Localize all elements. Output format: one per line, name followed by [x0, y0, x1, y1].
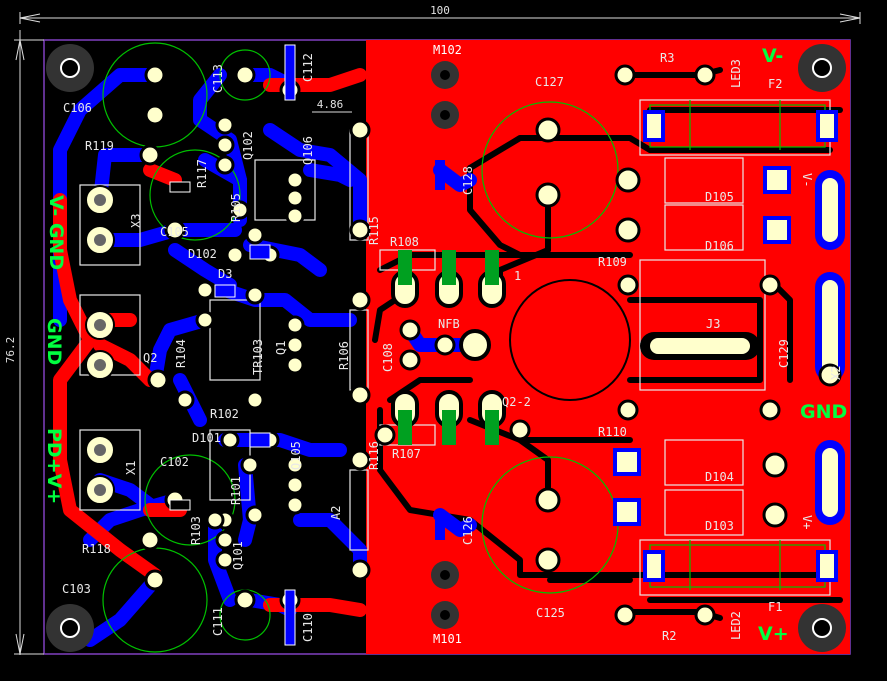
label-c102: C102	[160, 455, 189, 469]
label-x2: X2	[829, 366, 843, 380]
label-j1: 1	[514, 269, 521, 283]
center-transistor-footprint	[509, 279, 631, 401]
label-c110: C110	[301, 613, 315, 642]
label-m102: M102	[433, 43, 462, 57]
label-led3: LED3	[729, 59, 743, 88]
label-r101: R101	[229, 476, 243, 505]
label-r2: R2	[662, 629, 676, 643]
label-tr103: TR103	[251, 339, 265, 375]
terminal-pads	[85, 185, 115, 505]
net-label-v-small-bottom: V+	[800, 515, 814, 529]
label-r102: R102	[210, 407, 239, 421]
label-q102: Q102	[241, 131, 255, 160]
label-c125: C125	[536, 606, 565, 620]
label-f2: F2	[768, 77, 782, 91]
net-labels: V- GND GND PD+V+ V- V+ GND V- V+	[43, 45, 847, 645]
label-d102: D102	[188, 247, 217, 261]
label-c106: C106	[63, 101, 92, 115]
label-d104: D104	[705, 470, 734, 484]
label-d105: D105	[705, 190, 734, 204]
net-label-vminus-gnd: V- GND	[45, 195, 67, 270]
nfb-pad	[459, 329, 491, 361]
inner-dim-label: 4.86	[317, 98, 344, 111]
nfb-pad-2	[434, 334, 456, 356]
label-d103: D103	[705, 519, 734, 533]
label-r106: R106	[337, 341, 351, 370]
label-r115: R115	[367, 216, 381, 245]
label-c126: C126	[461, 516, 475, 545]
label-a2: A2	[329, 506, 343, 520]
label-x3: X3	[129, 214, 143, 228]
label-r119: R119	[85, 139, 114, 153]
label-r107: R107	[392, 447, 421, 461]
board-width-label: 100	[430, 4, 450, 17]
net-label-v-small-top: V-	[800, 173, 814, 187]
label-r110: R110	[598, 425, 627, 439]
smd-parts	[169, 44, 445, 646]
label-r108: R108	[390, 235, 419, 249]
label-c113: C113	[211, 64, 225, 93]
label-c128: C128	[461, 166, 475, 195]
net-label-vplus-right: V+	[758, 623, 789, 645]
label-q106: Q106	[301, 136, 315, 165]
label-j3: J3	[706, 317, 720, 331]
label-f1: F1	[768, 600, 782, 614]
label-x1: X1	[124, 461, 138, 475]
label-q1: Q1	[274, 341, 288, 355]
label-r109: R109	[598, 255, 627, 269]
label-q105: Q105	[289, 441, 303, 470]
label-c112: C112	[301, 53, 315, 82]
net-label-vminus-right: V-	[762, 45, 783, 67]
net-label-gnd-left: GND	[43, 318, 65, 365]
label-c127: C127	[535, 75, 564, 89]
label-c111: C111	[211, 607, 225, 636]
label-c129: C129	[777, 339, 791, 368]
label-d106: D106	[705, 239, 734, 253]
output-slot-pads	[640, 170, 845, 525]
label-r117: R117	[195, 159, 209, 188]
label-r116: R116	[367, 441, 381, 470]
net-label-pd-vplus: PD+V+	[43, 428, 65, 504]
label-r104: R104	[174, 339, 188, 368]
net-label-gnd-right: GND	[800, 401, 847, 423]
label-d3: D3	[218, 267, 232, 281]
label-q101: Q101	[231, 541, 245, 570]
label-q2-2: Q2-2	[502, 395, 531, 409]
label-c105: C105	[160, 225, 189, 239]
label-r3: R3	[660, 51, 674, 65]
label-q2: Q2	[143, 351, 157, 365]
transistor-silk-bars	[398, 250, 499, 445]
silkscreen-outlines	[79, 99, 831, 596]
dimension-lines	[14, 12, 861, 655]
square-pads	[613, 110, 838, 582]
label-led2: LED2	[729, 611, 743, 640]
label-r103: R103	[189, 516, 203, 545]
label-c103: C103	[62, 582, 91, 596]
label-c108: C108	[381, 343, 395, 372]
board-height-label: 76.2	[4, 337, 17, 364]
label-r105: R105	[229, 193, 243, 222]
label-d101: D101	[192, 431, 221, 445]
designator-labels: C106 C113 C112 Q102 R119 R117 R105 Q106 …	[62, 43, 843, 646]
label-nfb: NFB	[438, 317, 460, 331]
mounting-holes	[46, 44, 846, 652]
label-r118: R118	[82, 542, 111, 556]
label-m101: M101	[433, 632, 462, 646]
